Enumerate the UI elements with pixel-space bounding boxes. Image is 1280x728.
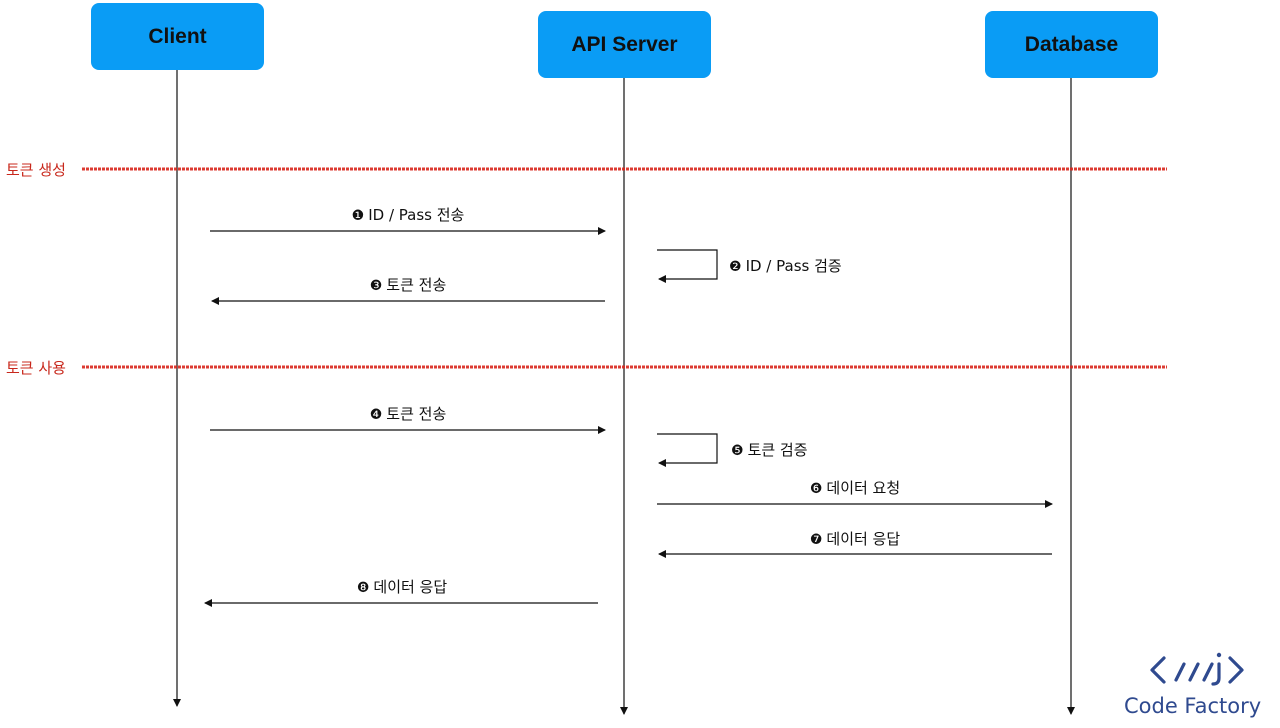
message-5-self-arrow <box>657 433 718 467</box>
message-4-text: 토큰 전송 <box>386 405 447 423</box>
message-2-self-arrow <box>657 249 718 283</box>
message-5-text: 토큰 검증 <box>747 441 808 459</box>
step-number-8: ❽ <box>356 580 370 596</box>
step-number-5: ❺ <box>731 443 744 459</box>
actor-database-label: Database <box>1024 32 1119 56</box>
actor-client: Client <box>91 3 264 70</box>
message-8-text: 데이터 응답 <box>373 578 448 596</box>
message-2-text: ID / Pass 검증 <box>745 257 842 275</box>
message-6-text: 데이터 요청 <box>826 479 901 497</box>
message-1-text: ID / Pass 전송 <box>368 206 465 224</box>
step-number-6: ❻ <box>809 481 823 497</box>
step-number-2: ❷ <box>729 259 742 275</box>
logo-text: Code Factory <box>1124 694 1262 718</box>
actor-client-label: Client <box>148 24 207 48</box>
phase-label-token-create: 토큰 생성 <box>6 161 66 179</box>
message-3-text: 토큰 전송 <box>386 276 447 294</box>
step-number-1: ❶ <box>351 208 365 224</box>
message-7-text: 데이터 응답 <box>826 530 901 548</box>
code-factory-logo-icon <box>1150 652 1244 686</box>
step-number-3: ❸ <box>369 278 383 294</box>
phase-label-token-use: 토큰 사용 <box>6 359 66 377</box>
actor-api-server-label: API Server <box>571 32 678 56</box>
actor-api-server: API Server <box>538 11 711 78</box>
actor-database: Database <box>985 11 1158 78</box>
step-number-4: ❹ <box>369 407 383 423</box>
step-number-7: ❼ <box>809 532 823 548</box>
